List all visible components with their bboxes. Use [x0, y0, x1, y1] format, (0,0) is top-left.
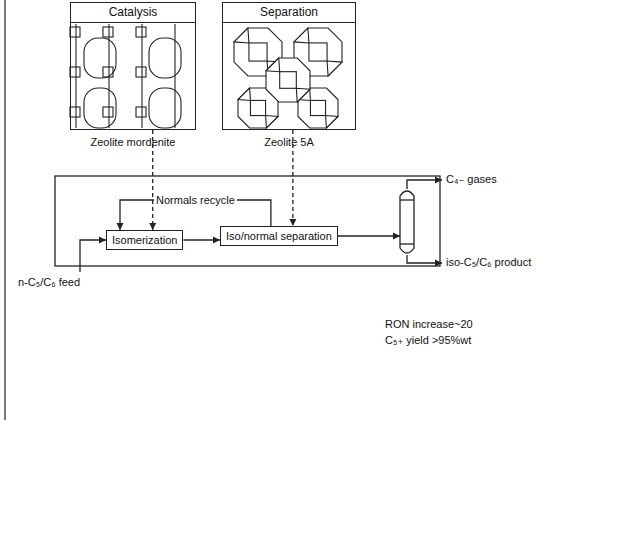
annotation: C₄₋ gases	[446, 173, 497, 186]
mordenite-lattice	[70, 24, 181, 128]
process-box: Iso/normal separation	[220, 226, 338, 246]
distillation-column	[400, 191, 414, 253]
process-flow	[183, 239, 220, 240]
feed-line	[80, 240, 106, 272]
edge-label: Normals recycle	[154, 194, 237, 207]
annotation: Zeolite 5A	[264, 136, 314, 149]
annotation: iso-C₅/C₆ product	[446, 256, 531, 269]
process-frame	[55, 176, 440, 266]
process-box: Isomerization	[106, 230, 183, 250]
page-edge	[4, 0, 5, 420]
annotation: n-C₅/C₆ feed	[18, 276, 80, 289]
annotation: Zeolite mordenite	[91, 136, 176, 149]
annotation: C₅₊ yield >95%wt	[385, 334, 471, 347]
box-label: Isomerization	[112, 234, 177, 246]
lta-cages	[234, 28, 342, 128]
zeolite-panel: Catalysis	[70, 2, 196, 130]
panel-heading: Separation	[223, 3, 355, 23]
annotation: RON increase~20	[385, 318, 473, 331]
zeolite-panel: Separation	[222, 2, 356, 130]
gas-outlet	[407, 180, 442, 189]
product-outlet	[407, 255, 442, 263]
panel-heading: Catalysis	[71, 3, 195, 23]
box-label: Iso/normal separation	[226, 230, 332, 242]
